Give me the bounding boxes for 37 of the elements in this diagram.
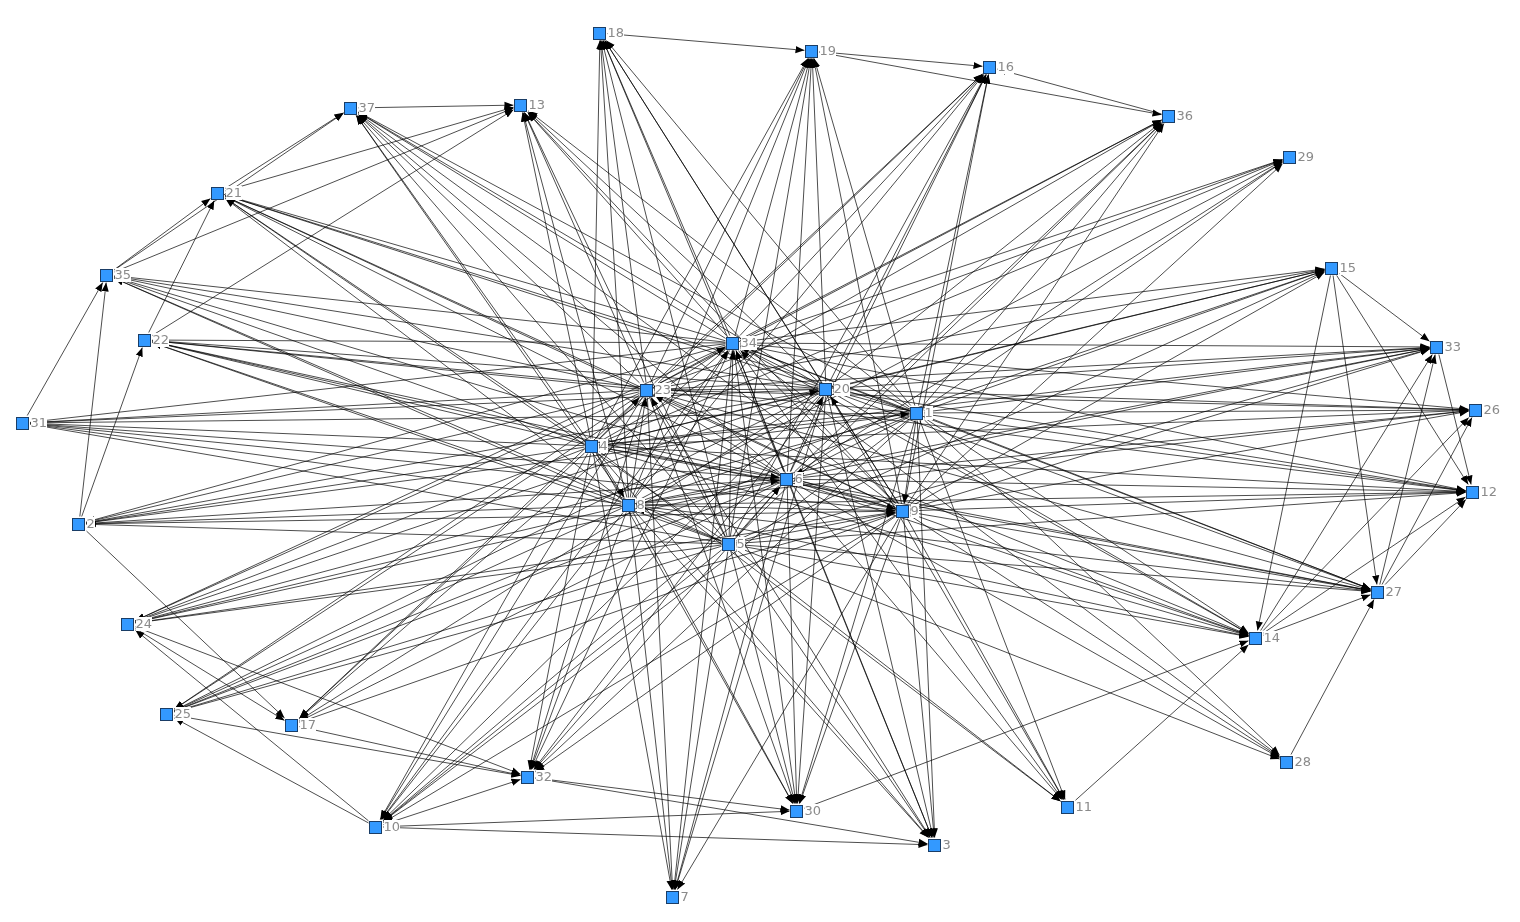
node-label: 33	[1444, 340, 1462, 354]
node-label: 2	[86, 517, 95, 531]
node-label: 25	[174, 707, 192, 721]
node-label: 9	[910, 504, 919, 518]
node-label: 15	[1339, 261, 1357, 275]
node-label: 11	[1075, 800, 1093, 814]
node-label: 28	[1294, 755, 1312, 769]
node-label: 12	[1480, 485, 1498, 499]
node-label: 23	[654, 383, 672, 397]
node-label: 1	[924, 406, 933, 420]
node-label: 13	[528, 98, 546, 112]
node-label: 30	[804, 804, 822, 818]
node-label: 16	[997, 60, 1015, 74]
node-label: 24	[135, 617, 153, 631]
node-label: 5	[736, 537, 745, 551]
node-label: 17	[299, 718, 317, 732]
node-label: 35	[114, 268, 132, 282]
node-label: 26	[1483, 403, 1501, 417]
node-label: 21	[225, 186, 243, 200]
node-label: 29	[1297, 150, 1315, 164]
node-label: 10	[383, 820, 401, 834]
node-label: 20	[833, 382, 851, 396]
node-label: 7	[680, 890, 689, 904]
node-label: 18	[607, 26, 625, 40]
node-label: 27	[1385, 585, 1403, 599]
node-label: 36	[1176, 109, 1194, 123]
node-label: 3	[942, 838, 951, 852]
node-label: 31	[30, 416, 48, 430]
node-label: 14	[1263, 631, 1281, 645]
node-label: 19	[819, 44, 837, 58]
node-label: 22	[152, 333, 170, 347]
node-label: 6	[794, 472, 803, 486]
node-label: 37	[358, 101, 376, 115]
node-label: 4	[599, 439, 608, 453]
node-label: 8	[636, 498, 645, 512]
node-label: 32	[535, 770, 553, 784]
node-label: 34	[740, 336, 758, 350]
